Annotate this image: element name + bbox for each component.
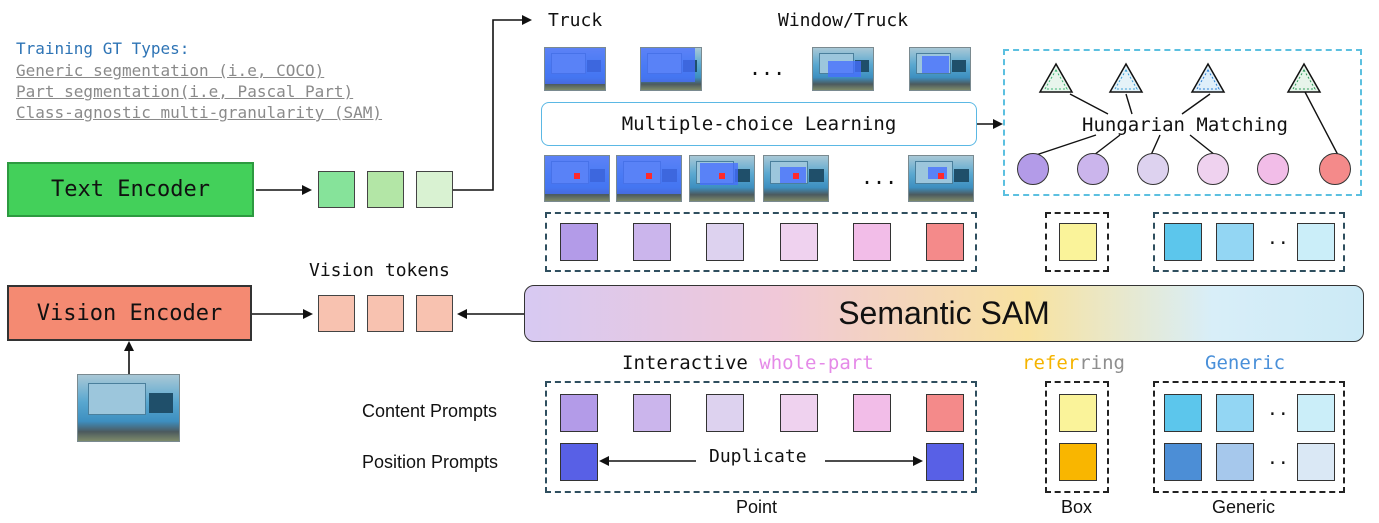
output-query: [1164, 223, 1202, 261]
vision-token: [318, 295, 355, 332]
input-truck-image: [77, 374, 180, 442]
output-query: [1297, 223, 1335, 261]
prediction-image: [689, 155, 755, 202]
match-line: [1150, 134, 1161, 156]
tokens-to-labels-arrow: [453, 15, 532, 191]
ellipsis: ...: [861, 165, 898, 189]
match-line: [1035, 134, 1097, 156]
output-query: [1216, 223, 1254, 261]
output-query: [560, 223, 598, 261]
content-prompt: [1059, 394, 1097, 432]
refer-word: refer: [1022, 352, 1080, 374]
prediction-circle: [1017, 153, 1049, 185]
output-box-group: [1045, 212, 1109, 272]
generic-bottom-label: Generic: [1212, 497, 1276, 517]
content-prompts-label: Content Prompts: [362, 401, 498, 421]
ground-truth-triangle-icon: [1108, 62, 1144, 93]
output-query: [926, 223, 964, 261]
prediction-circle: [1077, 153, 1109, 185]
prediction-image: [616, 155, 682, 202]
position-prompt: [1164, 443, 1202, 481]
multiple-choice-learning-box: Multiple-choice Learning: [541, 102, 977, 146]
semantic-sam-bar: Semantic SAM: [524, 285, 1364, 342]
content-prompt: [780, 394, 818, 432]
legend-item-part[interactable]: Part segmentation(i.e, Pascal Part): [16, 82, 354, 101]
ellipsis: ...: [749, 56, 786, 80]
prediction-image: [544, 155, 610, 202]
mask-image-window: [812, 47, 874, 91]
content-prompt: [1216, 394, 1254, 432]
ground-truth-triangle-icon: [1190, 62, 1226, 93]
position-prompt: [1059, 443, 1097, 481]
output-query: [1059, 223, 1097, 261]
prediction-circle: [1197, 153, 1229, 185]
ring-word: ring: [1079, 352, 1125, 374]
position-prompt: [1297, 443, 1335, 481]
match-line: [1069, 93, 1109, 115]
ellipsis: ..: [1267, 448, 1289, 469]
referring-label: referring: [1022, 352, 1125, 374]
match-line: [1304, 91, 1339, 156]
point-label: Point: [736, 497, 778, 517]
text-encoder-box: Text Encoder: [7, 162, 254, 217]
output-query: [780, 223, 818, 261]
prediction-circle: [1137, 153, 1169, 185]
vision-encoder-box: Vision Encoder: [7, 285, 252, 341]
whole-part-word: whole-part: [759, 352, 874, 374]
ground-truth-triangle-icon: [1038, 62, 1074, 93]
legend-item-generic[interactable]: Generic segmentation (i.e, COCO): [16, 61, 325, 80]
content-prompt: [633, 394, 671, 432]
output-query: [706, 223, 744, 261]
ellipsis: ..: [1267, 228, 1289, 249]
prediction-image: [908, 155, 974, 202]
prediction-image: [763, 155, 829, 202]
ellipsis: ..: [1267, 399, 1289, 420]
output-query: [853, 223, 891, 261]
mask-image-window: [909, 47, 971, 91]
label-truck: Truck: [548, 10, 603, 31]
vision-tokens-label: Vision tokens: [309, 260, 450, 281]
content-prompt: [1164, 394, 1202, 432]
output-point-group: [545, 212, 977, 272]
vision-token: [416, 295, 453, 332]
match-line: [1093, 134, 1121, 156]
match-line: [1189, 134, 1216, 156]
input-generic-group: .. ..: [1153, 381, 1345, 493]
prediction-circle: [1257, 153, 1289, 185]
text-token: [367, 171, 404, 208]
input-box-group: [1045, 381, 1109, 493]
content-prompt: [560, 394, 598, 432]
position-prompt: [560, 443, 598, 481]
ground-truth-triangle-icon: [1286, 62, 1322, 93]
output-generic-group: ..: [1153, 212, 1345, 272]
hungarian-matching-label: Hungarian Matching: [1082, 114, 1288, 136]
duplicate-label: Duplicate: [705, 446, 811, 467]
mask-image-truck: [544, 47, 606, 91]
position-prompts-label: Position Prompts: [362, 452, 499, 472]
content-prompt: [853, 394, 891, 432]
position-prompt: [1216, 443, 1254, 481]
text-token: [416, 171, 453, 208]
text-token: [318, 171, 355, 208]
position-prompt: [926, 443, 964, 481]
interactive-label: Interactive whole-part: [622, 352, 874, 374]
mask-image-truck: [640, 47, 702, 91]
output-query: [633, 223, 671, 261]
prediction-circle: [1319, 153, 1351, 185]
match-line: [1125, 93, 1133, 115]
generic-label: Generic: [1205, 352, 1286, 374]
content-prompt: [926, 394, 964, 432]
vision-token: [367, 295, 404, 332]
label-window-truck: Window/Truck: [778, 10, 909, 31]
interactive-word: Interactive: [622, 352, 748, 374]
legend-title: Training GT Types:: [16, 39, 190, 58]
content-prompt: [1297, 394, 1335, 432]
match-line: [1181, 93, 1211, 115]
box-label: Box: [1061, 497, 1093, 517]
input-point-group: [545, 381, 977, 493]
legend-item-sam[interactable]: Class-agnostic multi-granularity (SAM): [16, 103, 383, 122]
hungarian-matching-box: [1003, 49, 1362, 196]
content-prompt: [706, 394, 744, 432]
